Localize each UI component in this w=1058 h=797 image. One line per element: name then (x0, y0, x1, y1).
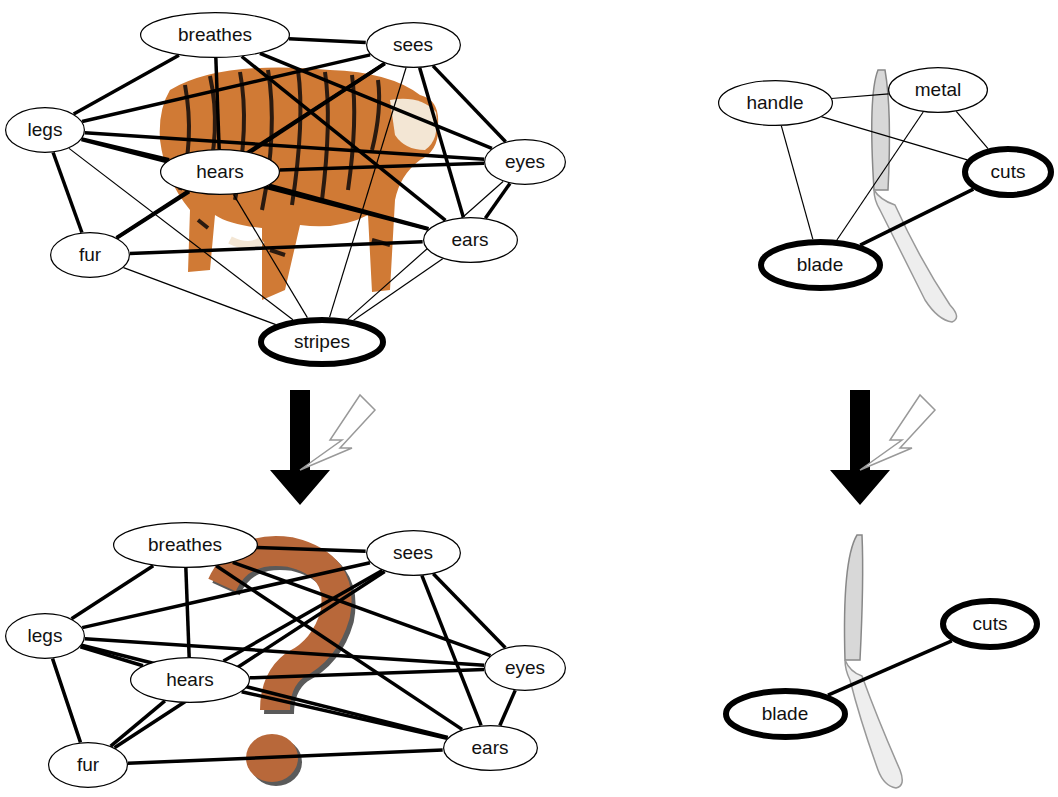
lightning-bolt (300, 395, 935, 470)
strong-link (82, 563, 370, 628)
feature-ellipse: fur (48, 742, 128, 788)
strong-link (82, 55, 370, 122)
strong-link (860, 189, 973, 245)
strong-link (81, 139, 428, 229)
strong-link (269, 185, 429, 228)
bold-feature-ellipse: stripes (258, 317, 386, 367)
strong-link (186, 568, 189, 657)
strong-link (420, 68, 464, 217)
strong-link (289, 39, 366, 43)
feature-label: fur (79, 244, 101, 266)
weak-link (330, 68, 406, 317)
strong-link (114, 571, 384, 747)
feature-ellipse: sees (366, 22, 461, 68)
strong-link (257, 548, 366, 552)
down-arrow (270, 390, 890, 505)
feature-ellipse: legs (5, 107, 85, 153)
feature-label: blade (797, 254, 844, 276)
strong-link (117, 192, 189, 238)
weak-link (233, 194, 307, 317)
strong-link (233, 562, 491, 655)
feature-label: sees (393, 542, 433, 564)
strong-link (280, 163, 484, 170)
feature-ellipse: fur (50, 232, 130, 278)
feature-label: breathes (178, 24, 252, 46)
feature-ellipse: handle (718, 80, 833, 126)
bold-feature-ellipse: cuts (940, 598, 1040, 650)
feature-label: metal (915, 79, 961, 101)
feature-ellipse: breathes (140, 12, 290, 58)
strong-link (74, 55, 179, 114)
strong-link (828, 641, 952, 695)
weak-link (354, 259, 443, 320)
strong-link (130, 242, 423, 254)
bold-feature-ellipse: blade (723, 688, 848, 740)
feature-label: ears (452, 229, 489, 251)
feature-label: sees (393, 34, 433, 56)
strong-link (433, 574, 505, 648)
feature-ellipse: ears (443, 725, 538, 771)
strong-link (80, 647, 143, 666)
strong-link (250, 669, 484, 677)
feature-label: handle (746, 92, 803, 114)
feature-label: cuts (991, 161, 1026, 183)
feature-label: fur (77, 754, 99, 776)
feature-label: stripes (294, 331, 350, 353)
weak-link (821, 117, 967, 160)
feature-ellipse: ears (423, 217, 518, 263)
strong-link (72, 566, 154, 619)
bold-feature-ellipse: blade (758, 239, 883, 291)
feature-ellipse: eyes (484, 139, 566, 185)
bold-feature-ellipse: cuts (962, 146, 1054, 198)
weak-link (956, 111, 988, 148)
feature-label: eyes (505, 657, 545, 679)
feature-label: blade (762, 703, 809, 725)
feature-label: legs (28, 119, 63, 141)
feature-ellipse: legs (5, 613, 85, 659)
feature-label: eyes (505, 151, 545, 173)
strong-link (433, 66, 506, 142)
strong-link (224, 571, 383, 661)
weak-link (831, 94, 888, 99)
strong-link (53, 153, 82, 233)
feature-ellipse: hears (160, 149, 280, 195)
strong-link (500, 690, 515, 725)
strong-link (216, 58, 219, 149)
knife-illustration (845, 535, 903, 788)
strong-link (422, 576, 481, 726)
feature-ellipse: hears (130, 657, 250, 703)
feature-ellipse: breathes (113, 522, 258, 568)
feature-label: ears (472, 737, 509, 759)
feature-label: breathes (148, 534, 222, 556)
strong-link (242, 692, 447, 739)
feature-label: legs (28, 625, 63, 647)
feature-label: cuts (973, 613, 1008, 635)
strong-link (53, 659, 81, 743)
strong-link (485, 183, 510, 218)
feature-ellipse: eyes (484, 645, 566, 691)
feature-ellipse: metal (888, 67, 988, 113)
strong-link (111, 701, 165, 746)
feature-label: hears (196, 161, 244, 183)
strong-link (128, 750, 443, 763)
weak-link (781, 126, 812, 239)
weak-link (124, 268, 276, 325)
feature-label: hears (166, 669, 214, 691)
feature-ellipse: sees (366, 530, 461, 576)
